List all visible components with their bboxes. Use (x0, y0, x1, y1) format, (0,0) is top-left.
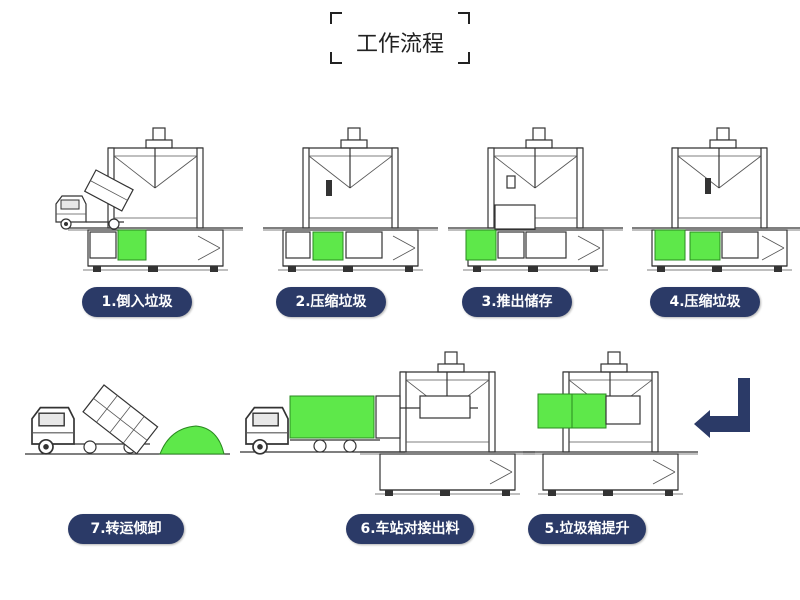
step-label-2: 2.压缩垃圾 (276, 287, 386, 317)
frame-corner (330, 52, 342, 64)
title-frame: 工作流程 (330, 12, 470, 64)
step-1-illustration (55, 127, 244, 273)
step-label-6: 6.车站对接出料 (346, 514, 474, 544)
step-label-4: 4.压缩垃圾 (650, 287, 760, 317)
frame-corner (458, 12, 470, 24)
step-6-illustration (240, 351, 536, 497)
step-label-3: 3.推出储存 (462, 287, 572, 317)
step-label-7: 7.转运倾卸 (68, 514, 184, 544)
step-label-1: 1.倒入垃圾 (82, 287, 192, 317)
step-3-illustration (447, 127, 624, 273)
step-4-illustration (631, 127, 800, 273)
frame-corner (330, 12, 342, 24)
step-5-illustration (522, 351, 699, 497)
page-title: 工作流程 (355, 32, 444, 57)
step-label-5: 5.垃圾箱提升 (528, 514, 646, 544)
frame-corner (458, 52, 470, 64)
step-7-illustration (25, 384, 230, 455)
flow-arrow-icon (694, 378, 750, 438)
step-2-illustration (262, 127, 439, 273)
